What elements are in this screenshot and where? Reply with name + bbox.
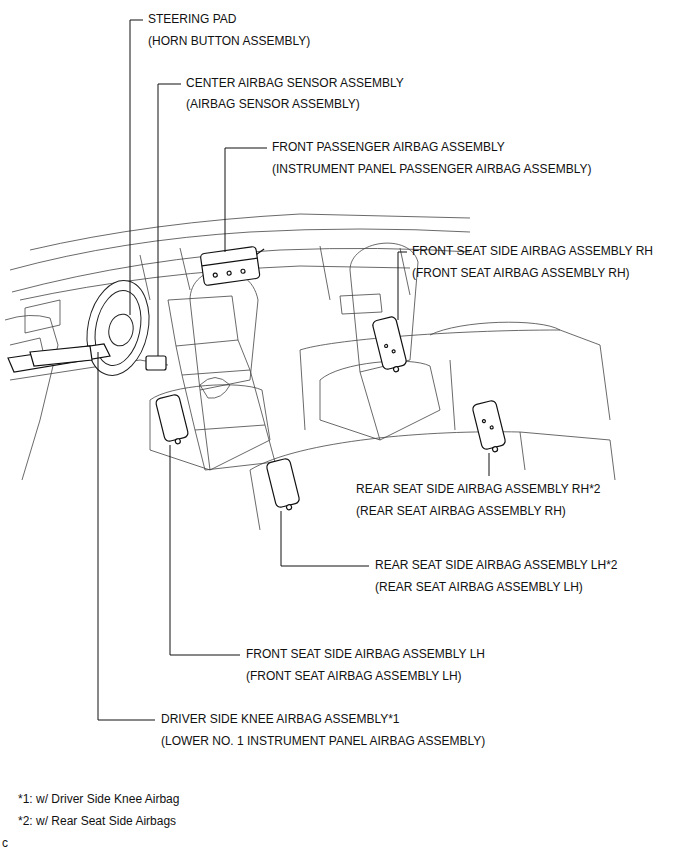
leader-line	[98, 20, 489, 720]
part-name: (FRONT SEAT AIRBAG ASSEMBLY RH)	[412, 266, 630, 280]
part-name: (REAR SEAT AIRBAG ASSEMBLY RH)	[356, 504, 566, 518]
part-name: (LOWER NO. 1 INSTRUMENT PANEL AIRBAG ASS…	[161, 734, 485, 748]
part-name: FRONT SEAT SIDE AIRBAG ASSEMBLY RH	[412, 244, 653, 258]
car-interior-outline	[5, 214, 615, 530]
airbag-module	[8, 245, 507, 512]
part-name: FRONT SEAT SIDE AIRBAG ASSEMBLY LH	[246, 647, 485, 661]
part-name: DRIVER SIDE KNEE AIRBAG ASSEMBLY*1	[161, 712, 400, 726]
part-name: (INSTRUMENT PANEL PASSENGER AIRBAG ASSEM…	[272, 162, 591, 176]
part-name: CENTER AIRBAG SENSOR ASSEMBLY	[186, 76, 404, 90]
part-name: REAR SEAT SIDE AIRBAG ASSEMBLY LH*2	[375, 558, 618, 572]
part-name: FRONT PASSENGER AIRBAG ASSEMBLY	[272, 140, 505, 154]
part-name: STEERING PAD	[148, 12, 236, 26]
footnote: *2: w/ Rear Seat Side Airbags	[18, 814, 176, 828]
part-name: REAR SEAT SIDE AIRBAG ASSEMBLY RH*2	[356, 482, 601, 496]
part-name: (REAR SEAT AIRBAG ASSEMBLY LH)	[375, 580, 583, 594]
footnote: c	[2, 836, 8, 850]
footnote: *1: w/ Driver Side Knee Airbag	[18, 792, 179, 806]
part-name: (AIRBAG SENSOR ASSEMBLY)	[186, 97, 360, 111]
part-name: (HORN BUTTON ASSEMBLY)	[148, 34, 310, 48]
part-name: (FRONT SEAT AIRBAG ASSEMBLY LH)	[246, 669, 462, 683]
